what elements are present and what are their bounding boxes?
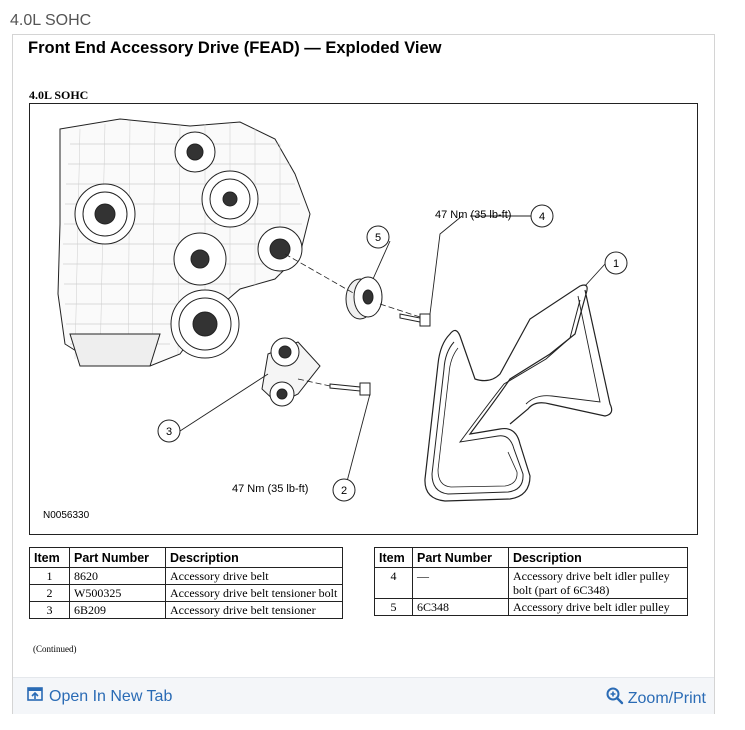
callout-1-label: 1 [613, 258, 619, 270]
part-number: 8620 [69, 567, 166, 585]
column-header-description: Description [508, 547, 688, 568]
table-row: 1 8620 Accessory drive belt [29, 567, 343, 585]
callout-3-label: 3 [166, 426, 172, 438]
item-number: 5 [374, 598, 413, 616]
table-row: 4 — Accessory drive belt idler pulley bo… [374, 567, 688, 599]
engine-block-drawing [57, 118, 311, 367]
torque-spec-lower: 47 Nm (35 lb-ft) [232, 483, 309, 495]
idler-pulley-drawing [345, 276, 383, 320]
callout-2-label: 2 [341, 485, 347, 497]
callout-3: 3 [157, 419, 181, 443]
part-description: Accessory drive belt tensioner [165, 601, 343, 619]
open-in-new-tab-link[interactable]: Open In New Tab [27, 687, 172, 706]
part-description: Accessory drive belt idler pulley bolt (… [508, 567, 688, 599]
column-header-item: Item [29, 547, 70, 568]
item-number: 3 [29, 601, 70, 619]
part-number: — [412, 567, 509, 599]
part-description: Accessory drive belt idler pulley [508, 598, 688, 616]
callout-2: 2 [332, 478, 356, 502]
table-row: 3 6B209 Accessory drive belt tensioner [29, 601, 343, 619]
part-number: 6C348 [412, 598, 509, 616]
column-header-part-number: Part Number [412, 547, 509, 568]
card-footer: Open In New Tab Zoom/Print [13, 677, 714, 714]
parts-table-right: Item Part Number Description 4 — Accesso… [374, 547, 688, 616]
idler-bolt-drawing [399, 313, 431, 327]
torque-spec-upper: 47 Nm (35 lb-ft) [435, 209, 512, 221]
open-in-new-tab-label: Open In New Tab [49, 687, 173, 705]
callout-5: 5 [366, 225, 390, 249]
tensioner-bolt-drawing [329, 382, 371, 396]
procedure-card: Front End Accessory Drive (FEAD) — Explo… [12, 34, 715, 714]
card-title: Front End Accessory Drive (FEAD) — Explo… [28, 39, 442, 57]
item-number: 4 [374, 567, 413, 599]
table-row: 5 6C348 Accessory drive belt idler pulle… [374, 598, 688, 616]
table-header-row: Item Part Number Description [374, 547, 688, 568]
open-new-tab-icon [27, 687, 43, 706]
belt-tensioner-drawing [261, 337, 321, 407]
engine-subheading: 4.0L SOHC [29, 88, 89, 102]
column-header-item: Item [374, 547, 413, 568]
part-number: W500325 [69, 584, 166, 602]
table-header-row: Item Part Number Description [29, 547, 343, 568]
callout-4-label: 4 [539, 211, 545, 223]
table-row: 2 W500325 Accessory drive belt tensioner… [29, 584, 343, 602]
zoom-print-link[interactable]: Zoom/Print [606, 687, 706, 710]
leader-lines [179, 215, 606, 490]
continued-note: (Continued) [33, 644, 77, 654]
figure-id: N0056330 [43, 510, 90, 521]
callout-4: 4 [530, 204, 554, 228]
parts-table-left: Item Part Number Description 1 8620 Acce… [29, 547, 343, 619]
zoom-print-label: Zoom/Print [627, 689, 706, 707]
magnifier-plus-icon [606, 687, 624, 710]
part-number: 6B209 [69, 601, 166, 619]
page-heading: 4.0L SOHC [10, 12, 92, 29]
column-header-part-number: Part Number [69, 547, 166, 568]
exploded-view-drawing: 1 2 3 4 5 [57, 118, 628, 502]
item-number: 2 [29, 584, 70, 602]
accessory-drive-belt-drawing [424, 284, 613, 502]
column-header-description: Description [165, 547, 343, 568]
callout-5-label: 5 [375, 232, 381, 244]
item-number: 1 [29, 567, 70, 585]
callout-1: 1 [604, 251, 628, 275]
exploded-view-figure: 1 2 3 4 5 47 Nm (35 lb-ft) 47 Nm (35 lb-… [29, 103, 698, 535]
part-description: Accessory drive belt tensioner bolt [165, 584, 343, 602]
part-description: Accessory drive belt [165, 567, 343, 585]
